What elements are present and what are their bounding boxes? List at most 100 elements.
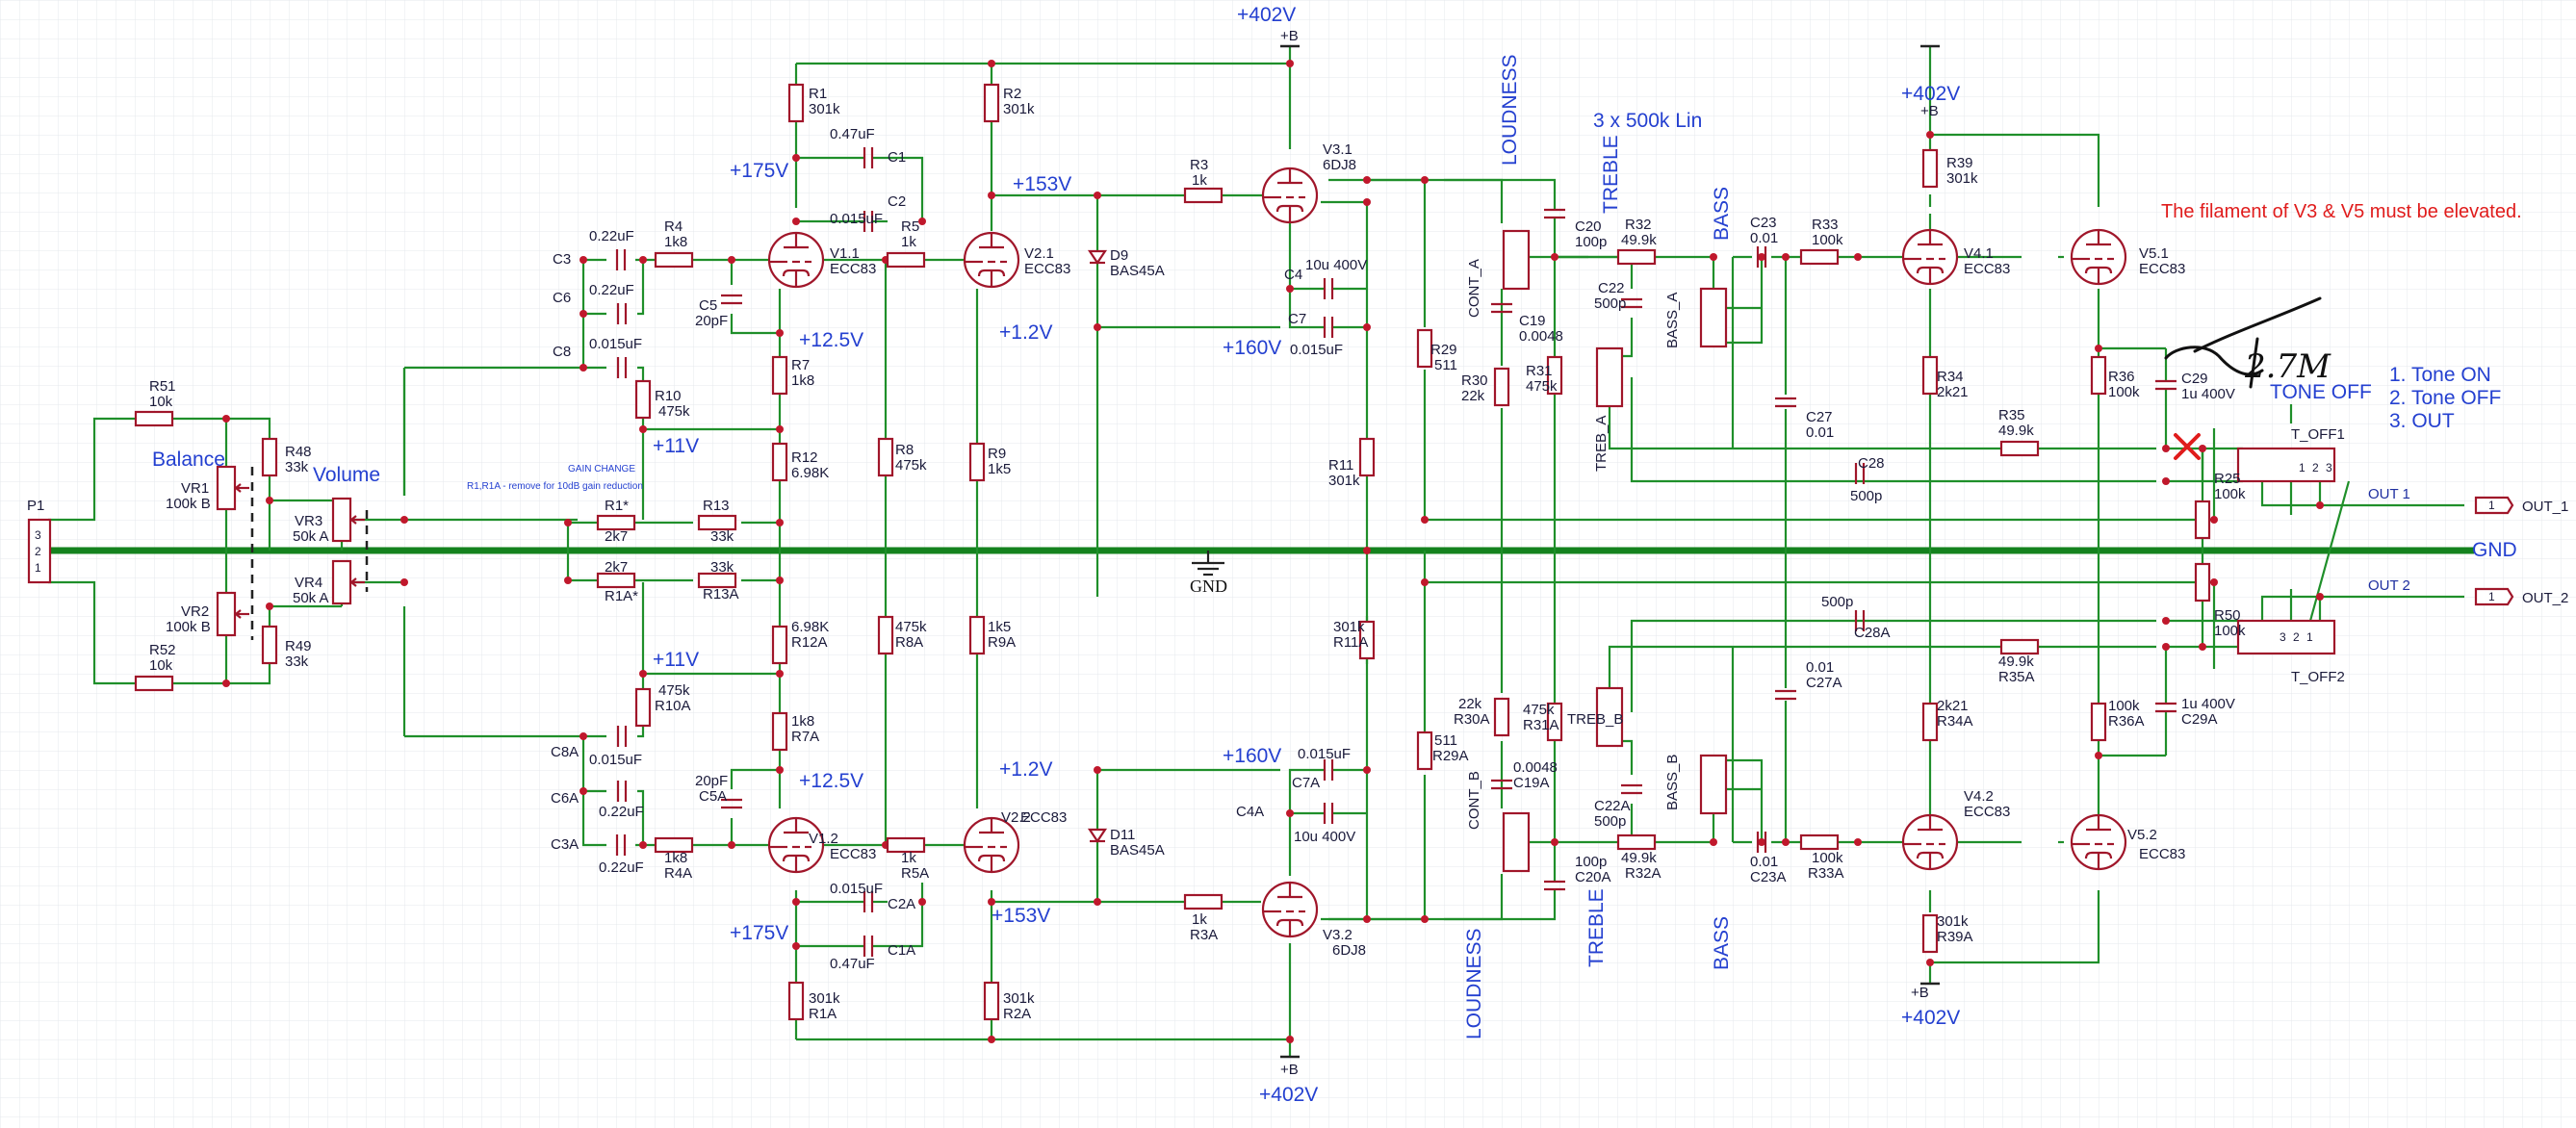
d11-type: BAS45A [1110, 842, 1165, 859]
c23a-ref: C23A [1750, 869, 1787, 885]
voltage-labels: +402V +402V +402V +402V +175V +175V +153… [653, 4, 1960, 1106]
c22a-ref: C22A [1594, 798, 1631, 814]
pot-note: 3 x 500k Lin [1593, 110, 1702, 132]
power-symbol-right-top: +B [1920, 103, 1939, 119]
r10-value: 475k [658, 403, 690, 420]
out2-pin: 1 [2488, 590, 2495, 603]
r4-value: 1k8 [664, 234, 687, 250]
r7-value: 1k8 [791, 372, 814, 389]
ground-symbol [1192, 551, 1224, 577]
r12a-value: 6.98K [791, 619, 829, 635]
r30-value: 22k [1461, 388, 1485, 404]
r29-ref: R29 [1430, 342, 1457, 358]
c5a-ref: C5A [699, 788, 727, 805]
c28-ref: C28 [1858, 455, 1885, 472]
c8-value: 0.015uF [589, 336, 642, 352]
connector-p1-body [27, 518, 52, 584]
r2a-value: 301k [1003, 990, 1035, 1007]
r10a-value: 475k [658, 682, 690, 699]
r9a-ref: R9A [988, 634, 1016, 651]
c27-ref: C27 [1806, 409, 1833, 425]
r1-ref: R1 [809, 86, 827, 102]
r50-value: 100k [2214, 623, 2246, 639]
c27-value: 0.01 [1806, 424, 1834, 441]
v1-2-type: ECC83 [830, 846, 876, 862]
tone-off-label: TONE OFF [2270, 381, 2372, 403]
t-off2-pin-1: 1 [2306, 630, 2313, 644]
c2-ref: C2 [888, 193, 906, 210]
v4-1-ref: V4.1 [1964, 245, 1994, 262]
r29-value: 511 [1434, 357, 1457, 373]
out1-pin: 1 [2488, 499, 2495, 512]
voltage-125-bottom: +12.5V [799, 770, 863, 792]
cont-a-label: CONT_A [1466, 259, 1482, 318]
c22-ref: C22 [1598, 280, 1625, 296]
vr4-value: 50k A [293, 590, 329, 606]
handwritten-value: 2.7M [2244, 347, 2331, 386]
r36a-ref: R36A [2108, 713, 2145, 730]
r1as-value: 2k7 [605, 559, 628, 576]
r52-value: 10k [149, 657, 173, 674]
c29-ref: C29 [2181, 371, 2208, 387]
out2-label: OUT_2 [2522, 590, 2568, 606]
c2a-value: 0.015uF [830, 881, 883, 897]
vr3-value: 50k A [293, 528, 329, 545]
r9-value: 1k5 [988, 461, 1011, 477]
cont-b-label: CONT_B [1466, 771, 1482, 830]
power-symbol-right-bottom: +B [1911, 985, 1929, 1001]
r4a-ref: R4A [664, 865, 692, 882]
v4-1-type: ECC83 [1964, 261, 2010, 277]
c23-ref: C23 [1750, 215, 1777, 231]
c4-value: 10u 400V [1305, 257, 1367, 273]
r8a-value: 475k [895, 619, 927, 635]
power-symbol-bottom: +B [1280, 1062, 1299, 1078]
v1-1-type: ECC83 [830, 261, 876, 277]
r39a-ref: R39A [1937, 929, 1973, 945]
c8-ref: C8 [553, 344, 571, 360]
r49-value: 33k [285, 654, 309, 670]
r32a-value: 49.9k [1621, 850, 1657, 866]
voltage-160-top: +160V [1223, 337, 1281, 359]
v3-2-type: 6DJ8 [1332, 942, 1366, 959]
p1-pin-1: 1 [35, 561, 41, 575]
r12-ref: R12 [791, 449, 818, 466]
gain-change-title: GAIN CHANGE [568, 464, 635, 474]
p1-pin-2: 2 [35, 545, 41, 558]
legend-item-1: 1. Tone ON [2389, 364, 2491, 386]
c8a-value: 0.015uF [589, 752, 642, 768]
ground-net-label: GND [2472, 539, 2517, 561]
r51-ref: R51 [149, 378, 176, 395]
tube-labels: V1.1 ECC83 V2.1 ECC83 V3.1 6DJ8 V4.1 ECC… [809, 141, 2185, 959]
r1a-ref: R1A [809, 1006, 837, 1022]
c3a-value: 0.22uF [599, 859, 644, 876]
c1-ref: C1 [888, 149, 906, 166]
voltage-160-bottom: +160V [1223, 745, 1281, 767]
r49-ref: R49 [285, 638, 312, 654]
r11-ref: R11 [1328, 457, 1353, 474]
c5-ref: C5 [699, 297, 717, 314]
voltage-12-top: +1.2V [999, 321, 1052, 344]
r52-ref: R52 [149, 642, 176, 658]
c29a-ref: C29A [2181, 711, 2218, 728]
r48-value: 33k [285, 459, 309, 475]
c4-ref: C4 [1284, 267, 1302, 283]
handwritten-mark [2164, 296, 2322, 460]
vr4-ref: VR4 [295, 575, 322, 591]
treb-b-label: TREB_B [1567, 711, 1623, 728]
tube-v3-1 [1261, 167, 1319, 224]
vr2-ref: VR2 [181, 603, 209, 620]
out1-port [2474, 496, 2514, 515]
c1a-value: 0.47uF [830, 956, 875, 972]
r5a-ref: R5A [901, 865, 929, 882]
r31a-ref: R31A [1523, 717, 1559, 733]
r34a-value: 2k21 [1937, 698, 1969, 714]
r9-ref: R9 [988, 446, 1006, 462]
r7a-ref: R7A [791, 729, 819, 745]
r8-value: 475k [895, 457, 927, 474]
section-treble-top: TREBLE [1600, 135, 1622, 214]
c5a-value: 20pF [695, 773, 728, 789]
r4a-value: 1k8 [664, 850, 687, 866]
r5-ref: R5 [901, 218, 919, 235]
r30a-value: 22k [1458, 696, 1482, 712]
